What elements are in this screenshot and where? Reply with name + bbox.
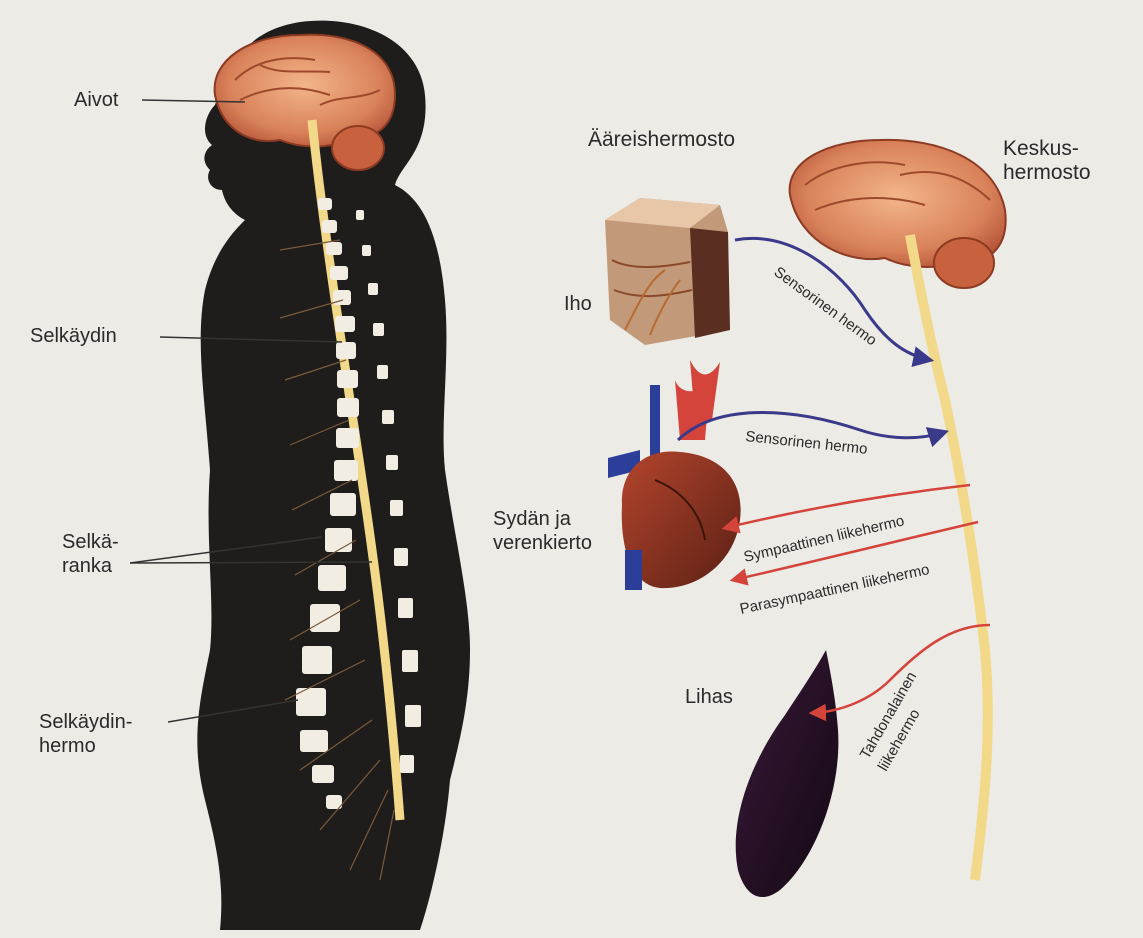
label-brain: Aivot (74, 88, 118, 112)
label-spine: Selkä- ranka (62, 530, 119, 578)
label-spinal-nerve: Selkäydin- hermo (39, 710, 132, 758)
label-heart-circulation: Sydän ja verenkierto (493, 507, 592, 555)
label-sensory-heart: Sensorinen hermo (745, 428, 869, 458)
sympathetic-motor-nerve (725, 485, 970, 528)
heart-icon (608, 360, 741, 590)
skin-icon (605, 198, 730, 345)
right-cerebellum-icon (934, 238, 994, 288)
leader-spine-2 (130, 562, 372, 563)
left-cerebellum-icon (332, 126, 384, 170)
muscle-icon (736, 650, 839, 897)
label-central-nervous-system: Keskus- hermosto (1003, 137, 1091, 185)
label-parasympathetic: Parasympaattinen liikehermo (738, 561, 931, 618)
label-muscle: Lihas (685, 685, 733, 709)
label-skin: Iho (564, 292, 592, 316)
label-peripheral-nervous-system: Ääreishermosto (588, 128, 735, 152)
right-spinal-cord (910, 235, 988, 880)
label-spinal-cord: Selkäydin (30, 324, 117, 348)
